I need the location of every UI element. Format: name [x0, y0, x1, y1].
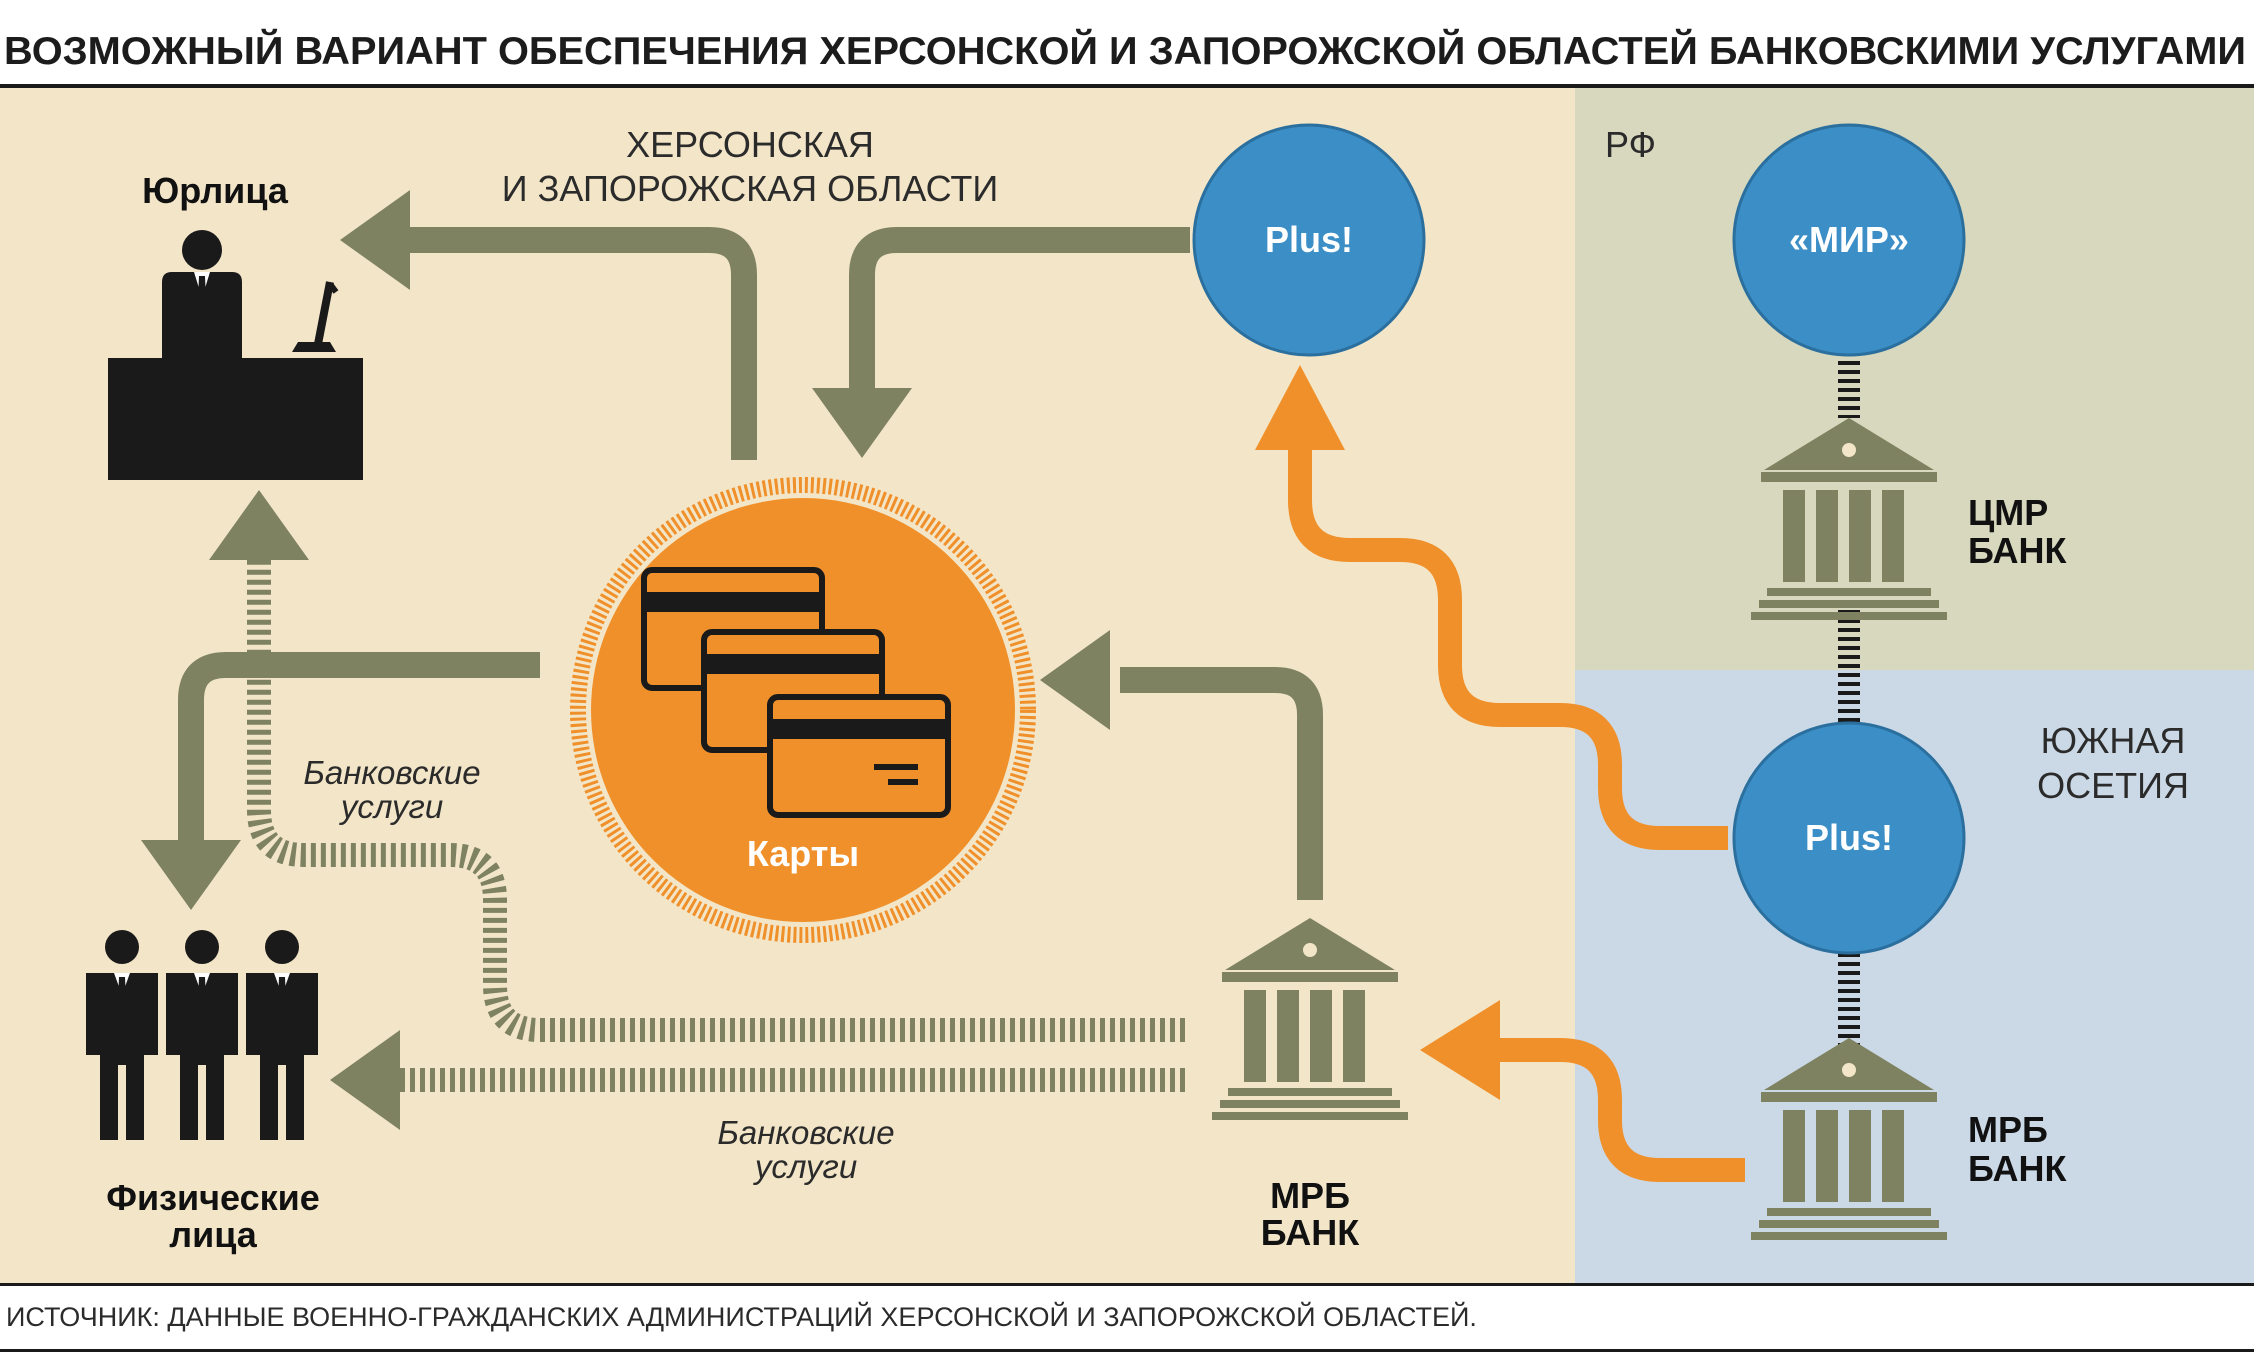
arrow-cards-to-individuals — [178, 652, 540, 850]
arrow-mrb-bank-to-cards — [1120, 667, 1323, 900]
diagram-title: ВОЗМОЖНЫЙ ВАРИАНТ ОБЕСПЕЧЕНИЯ ХЕРСОНСКОЙ… — [4, 28, 2246, 73]
cards-node-ring — [570, 477, 1036, 943]
plus-circle-top — [1192, 123, 1426, 357]
arrowhead-cards-from-bank — [1040, 630, 1110, 730]
region-label-ossetia-line1: ЮЖНАЯ — [2041, 720, 2186, 761]
flow-arrows-olive — [178, 227, 1323, 900]
region-label-kherson-line2: И ЗАПОРОЖСКАЯ ОБЛАСТИ — [502, 168, 999, 209]
plus-top-label: Plus! — [1265, 219, 1353, 260]
cards-label: Карты — [747, 833, 859, 874]
arrowheads-olive — [141, 190, 1110, 910]
bank-services-label-lower-line1: Банковские — [717, 1114, 894, 1151]
mir-label: «МИР» — [1789, 219, 1909, 260]
individuals-label-line1: Физические — [106, 1177, 320, 1218]
cmr-bank-label-line2: БАНК — [1968, 530, 2068, 571]
arrowhead-dashed-individuals — [330, 1030, 400, 1130]
arrowhead-legal-entities — [340, 190, 410, 290]
mrb-bank-main-label-line2: БАНК — [1261, 1212, 1361, 1253]
mrb-bank-main-label-line1: МРБ — [1270, 1175, 1350, 1216]
bank-services-label-upper-line1: Банковские — [303, 754, 480, 791]
arrowhead-cards — [812, 388, 912, 458]
bank-services-label-lower-line2: услуги — [753, 1148, 857, 1185]
bank-services-label-upper-line2: услуги — [339, 788, 443, 825]
region-label-kherson-line1: ХЕРСОНСКАЯ — [626, 124, 874, 165]
card-icon-3 — [770, 697, 948, 815]
arrowhead-dashed-legal-entities — [209, 490, 309, 560]
arrowhead-mrb-bank — [1420, 1000, 1500, 1100]
mrb-bank-ossetia-label-line2: БАНК — [1968, 1148, 2068, 1189]
footer-rule-bottom — [0, 1349, 2254, 1352]
orange-flow-ossetia-plus-to-top-plus — [1288, 410, 1728, 850]
individuals-label-line2: лица — [169, 1214, 258, 1255]
arrowheads-orange — [1255, 365, 1500, 1100]
bank-services-flows — [247, 550, 1185, 1092]
title-rule — [0, 84, 2254, 88]
source-note: ИСТОЧНИК: ДАННЫЕ ВОЕННО-ГРАЖДАНСКИХ АДМИ… — [6, 1301, 1477, 1332]
orange-flow-ossetia-mrb-to-mrb — [1495, 1038, 1745, 1182]
arrowheads-dashed — [209, 490, 400, 1130]
cmr-bank-label-line1: ЦМР — [1968, 492, 2048, 533]
dashed-flow-mrb-to-legal-entities — [247, 550, 1185, 1042]
footer-rule-top — [0, 1283, 2254, 1286]
plus-ossetia-label: Plus! — [1805, 817, 1893, 858]
arrow-cards-to-legal-entities — [400, 227, 757, 460]
legal-entities-icon — [108, 230, 363, 480]
arrowhead-individuals — [141, 840, 241, 910]
region-label-ossetia-line2: ОСЕТИЯ — [2037, 765, 2189, 806]
mir-circle — [1732, 123, 1966, 357]
legal-entities-label: Юрлица — [142, 170, 289, 211]
arrow-plus-to-cards — [849, 227, 1190, 395]
arrowhead-top-plus — [1255, 365, 1345, 450]
plus-circle-ossetia — [1732, 721, 1966, 955]
flow-arrows-orange — [1288, 410, 1745, 1182]
mrb-bank-ossetia-label-line1: МРБ — [1968, 1109, 2048, 1150]
region-label-rf: РФ — [1605, 124, 1656, 165]
